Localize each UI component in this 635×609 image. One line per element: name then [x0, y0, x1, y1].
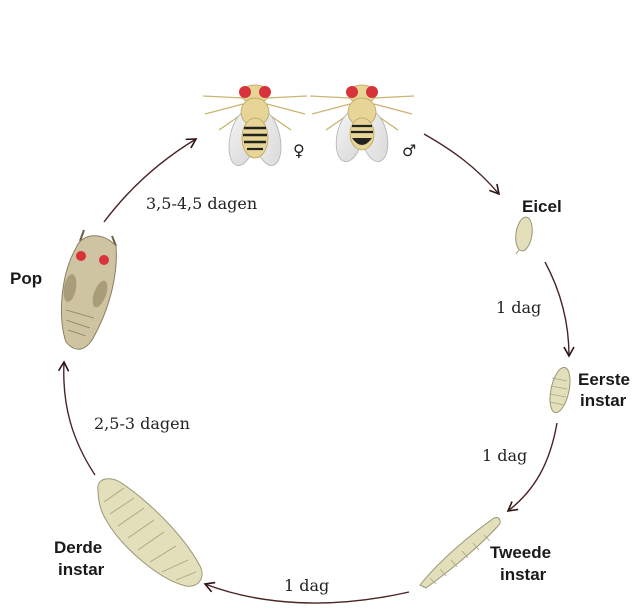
duration-third-instar-to-pupa: 2,5-3 dagen	[94, 414, 190, 433]
second-instar-larva-icon	[420, 518, 500, 588]
first-instar-label-line2: instar	[580, 391, 627, 410]
female-symbol: ♀	[293, 141, 305, 160]
first-instar-larva-icon	[546, 366, 573, 415]
duration-first-to-second-instar: 1 dag	[482, 446, 527, 465]
duration-egg-to-first-instar: 1 dag	[496, 298, 541, 317]
male-fly-icon	[310, 85, 414, 164]
arrow-third-to-pupa	[64, 362, 95, 475]
second-instar-label-line2: instar	[500, 565, 547, 584]
female-fly-icon	[203, 85, 307, 168]
duration-second-to-third-instar: 1 dag	[284, 576, 329, 595]
arrow-first-to-second-instar	[508, 423, 557, 511]
pupa-label: Pop	[10, 269, 42, 288]
second-instar-label-line1: Tweede	[490, 543, 551, 562]
egg-icon	[514, 216, 535, 254]
first-instar-label-line1: Eerste	[578, 370, 630, 389]
duration-pupa-to-adult: 3,5-4,5 dagen	[146, 194, 257, 213]
third-instar-label-line2: instar	[58, 560, 105, 579]
male-symbol: ♂	[402, 141, 416, 160]
third-instar-label-line1: Derde	[54, 538, 102, 557]
arrow-adult-to-egg	[424, 134, 499, 194]
egg-label: Eicel	[522, 197, 562, 216]
arrow-egg-to-first-instar	[545, 262, 569, 356]
third-instar-larva-icon	[98, 479, 202, 587]
pupa-icon	[61, 230, 116, 349]
